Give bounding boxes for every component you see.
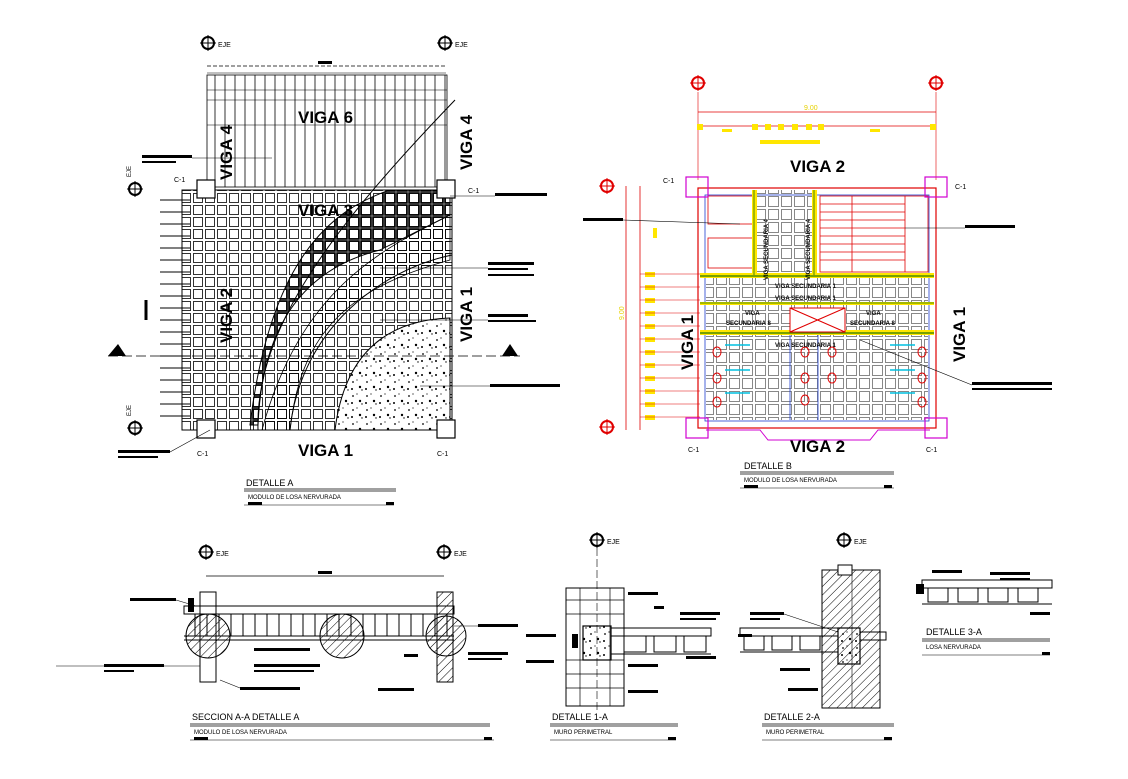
dimension-9m: 9.00 [804, 105, 818, 112]
section-aa-subtitle: MODULO DE LOSA NERVURADA [194, 730, 287, 736]
column-label: C-1 [468, 188, 479, 195]
detail-a-subtitle: MODULO DE LOSA NERVURADA [248, 495, 341, 501]
detail-b-title: DETALLE B [744, 461, 792, 471]
detail-2a: EJE DETALLE 2-A MURO PERIMETRAL [738, 532, 894, 741]
detail-a-plan: EJE EJE EJE EJE [108, 35, 560, 506]
beam-label-secundaria-1a: VIGA SECUNDARIA 1 [775, 284, 837, 290]
beam-label-secundaria-1c: VIGA SECUNDARIA 1 [775, 343, 837, 349]
axis-marker-section-left: EJE [198, 544, 229, 560]
section-aa: EJE EJE [56, 544, 518, 741]
beam-label-viga-right-1: VIGA [866, 311, 881, 317]
axis-label: EJE [607, 539, 620, 546]
axis-marker-red-top-right [928, 75, 944, 91]
axis-marker-top-left: EJE [200, 35, 231, 51]
axis-label: EJE [127, 166, 133, 177]
detail-a-title: DETALLE A [246, 478, 293, 488]
axis-marker-detail-1a: EJE [589, 532, 620, 548]
axis-label: EJE [854, 539, 867, 546]
beam-label-viga-right-2: SECUNDARIA 8 [850, 321, 895, 327]
beam-label-viga2-bottom: VIGA 2 [790, 437, 845, 456]
detail-3a: DETALLE 3-A LOSA NERVURADA [916, 570, 1053, 656]
beam-label-viga4-right: VIGA 4 [457, 114, 476, 170]
axis-marker-top-right: EJE [437, 35, 468, 51]
axis-label: EJE [127, 405, 133, 416]
beam-label-viga1-bottom: VIGA 1 [298, 441, 353, 460]
column-label: C-1 [688, 447, 699, 454]
detail-3a-title: DETALLE 3-A [926, 627, 982, 637]
beam-label-viga-left-2: SECUNDARIA 8 [726, 321, 771, 327]
beam-label-secundaria-1b: VIGA SECUNDARIA 1 [775, 296, 837, 302]
beam-label-viga2: VIGA 2 [217, 288, 236, 343]
column-label: C-1 [437, 451, 448, 458]
column-label: C-1 [197, 451, 208, 458]
detail-b-plan: 9.00 9.00 [583, 75, 1052, 489]
beam-label-secundaria-4a: VIGA SECUNDARIA 4 [764, 218, 770, 280]
axis-marker-red-left-bottom [599, 419, 615, 435]
rebar-ticks-left [160, 199, 190, 417]
beam-label-viga4-left: VIGA 4 [217, 124, 236, 180]
axis-marker-detail-2a: EJE [836, 532, 867, 548]
detail-1a-title: DETALLE 1-A [552, 712, 608, 722]
yellow-rib-marks-left [645, 272, 655, 420]
detail-b-subtitle: MODULO DE LOSA NERVURADA [744, 478, 837, 484]
axis-label: EJE [454, 551, 467, 558]
section-aa-title: SECCION A-A DETALLE A [192, 712, 299, 722]
detail-1a-subtitle: MURO PERIMETRAL [554, 730, 613, 736]
detail-2a-title: DETALLE 2-A [764, 712, 820, 722]
beam-label-viga1-right: VIGA 1 [950, 307, 969, 362]
yellow-dimension-marks [697, 124, 936, 144]
detail-2a-subtitle: MURO PERIMETRAL [766, 730, 825, 736]
beam-label-viga-left-1: VIGA [745, 311, 760, 317]
axis-marker-left-top: EJE [127, 166, 143, 197]
axis-marker-left-bottom: EJE [127, 405, 143, 436]
axis-marker-red-top-left [690, 75, 706, 91]
stair [819, 195, 929, 273]
column-label: C-1 [663, 178, 674, 185]
dimension-9m-vertical: 9.00 [619, 306, 626, 320]
cyan-partitions [725, 344, 915, 394]
detail-1a: EJE DETALLE 1-A MURO PERIMETRAL [526, 532, 720, 741]
column-label: C-1 [926, 447, 937, 454]
beam-label-viga3: VIGA 3 [298, 201, 353, 220]
axis-label: EJE [455, 42, 468, 49]
axis-label: EJE [218, 42, 231, 49]
beam-label-viga1-left: VIGA 1 [678, 315, 697, 370]
column-label: C-1 [174, 177, 185, 184]
axis-marker-red-left-top [599, 178, 615, 194]
sanitary-fixtures [712, 346, 927, 408]
beam-label-viga2-top: VIGA 2 [790, 157, 845, 176]
axis-label: EJE [216, 551, 229, 558]
beam-label-secundaria-4b: VIGA SECUNDARIA 4 [806, 218, 812, 280]
axis-marker-section-right: EJE [436, 544, 467, 560]
column-label: C-1 [955, 184, 966, 191]
beam-label-viga6: VIGA 6 [298, 108, 353, 127]
detail-3a-subtitle: LOSA NERVURADA [926, 645, 981, 651]
beam-label-viga1-right: VIGA 1 [457, 287, 476, 342]
